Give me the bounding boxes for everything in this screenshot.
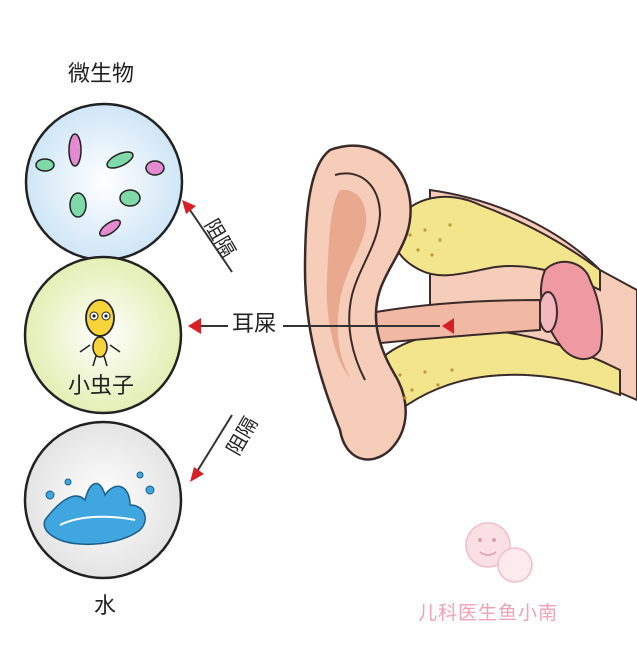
water-splash-icon	[43, 471, 155, 546]
red-arrow-icon	[182, 200, 196, 214]
bone-texture	[398, 223, 454, 400]
pinna	[303, 144, 412, 461]
red-arrow-icon	[190, 467, 204, 482]
pinna-inner-fold	[334, 172, 382, 381]
bug-icon	[79, 299, 121, 367]
microbes-circle	[24, 102, 184, 262]
water-circle	[23, 420, 183, 580]
bugs-circle	[23, 255, 183, 415]
pinna-shadow	[326, 189, 367, 378]
watermark-text: 儿科医生鱼小南	[418, 602, 559, 624]
microbes-label: 微生物	[68, 62, 135, 87]
cartoon-logo-icon	[465, 522, 533, 583]
microbe-icon	[35, 133, 165, 237]
water-label: 水	[94, 594, 117, 619]
ear-illustration	[303, 144, 637, 461]
block-arrow-bottom	[190, 414, 233, 482]
earwax-label: 耳屎	[232, 312, 277, 337]
red-arrow-icon	[188, 318, 201, 334]
earwax-marker-icon	[442, 318, 454, 334]
bugs-label: 小虫子	[68, 374, 135, 399]
eardrum	[538, 291, 558, 333]
block-arrow-top	[182, 200, 233, 273]
earwax-arrow	[188, 318, 440, 334]
